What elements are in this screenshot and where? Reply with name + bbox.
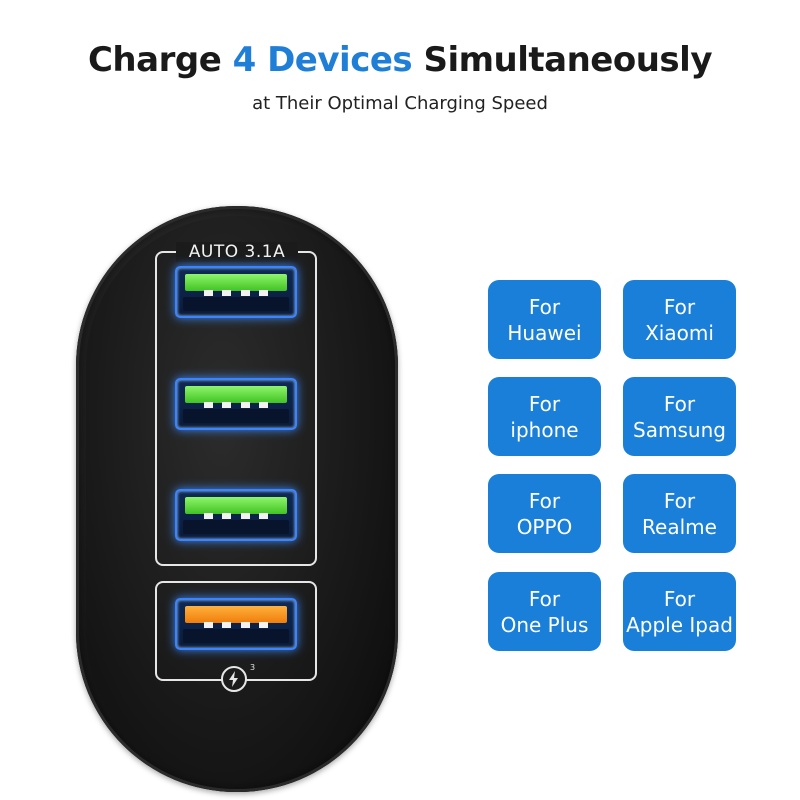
brand-tile-line1: For	[528, 586, 561, 611]
brand-tile-name: Samsung	[633, 417, 726, 442]
port-tongue	[185, 274, 287, 291]
port-cavity	[183, 409, 289, 423]
usb-port-2	[175, 378, 297, 430]
port-cavity	[183, 520, 289, 534]
headline: Charge 4 Devices Simultaneously	[0, 40, 800, 80]
brand-tile-samsung: For Samsung	[623, 377, 736, 456]
brand-tile-line1: For	[663, 391, 696, 416]
brand-tile-name: One Plus	[500, 612, 589, 637]
brand-tile-line1: For	[663, 294, 696, 319]
brand-tile-name: OPPO	[516, 514, 573, 539]
lightning-bolt-circle-icon	[221, 666, 247, 692]
brand-tile-iphone: For iphone	[488, 377, 601, 456]
usb-port-3	[175, 489, 297, 541]
port-pins	[185, 402, 287, 408]
brand-tile-line1: For	[528, 488, 561, 513]
brand-tile-name: iphone	[510, 417, 579, 442]
brand-tile-oppo: For OPPO	[488, 474, 601, 553]
brand-tile-name: Xiaomi	[645, 320, 714, 345]
port-tongue	[185, 386, 287, 403]
brand-tile-xiaomi: For Xiaomi	[623, 280, 736, 359]
brand-tile-one-plus: For One Plus	[488, 572, 601, 651]
port-pins	[185, 290, 287, 296]
brand-tile-huawei: For Huawei	[488, 280, 601, 359]
port-pins	[185, 622, 287, 628]
brand-tile-name: Apple Ipad	[626, 612, 733, 637]
brand-tile-line1: For	[528, 294, 561, 319]
brand-tile-apple-ipad: For Apple Ipad	[623, 572, 736, 651]
port-tongue	[185, 606, 287, 623]
brand-tile-line1: For	[528, 391, 561, 416]
usb-port-quick-charge	[175, 598, 297, 650]
qc-superscript: 3	[250, 663, 256, 672]
brand-tile-name: Realme	[642, 514, 717, 539]
brand-tile-realme: For Realme	[623, 474, 736, 553]
usb-port-1	[175, 266, 297, 318]
brand-tile-line1: For	[663, 488, 696, 513]
port-cavity	[183, 297, 289, 311]
brand-tile-line1: For	[663, 586, 696, 611]
headline-accent: 4 Devices	[232, 40, 413, 80]
port-group-label: AUTO 3.1A	[176, 242, 298, 262]
brand-tile-name: Huawei	[507, 320, 582, 345]
port-pins	[185, 513, 287, 519]
subheadline: at Their Optimal Charging Speed	[252, 93, 548, 114]
headline-part2: Simultaneously	[412, 40, 712, 80]
headline-part1: Charge	[87, 40, 233, 80]
port-cavity	[183, 629, 289, 643]
port-tongue	[185, 497, 287, 514]
charger-image: AUTO 3.1A 3	[76, 206, 398, 792]
